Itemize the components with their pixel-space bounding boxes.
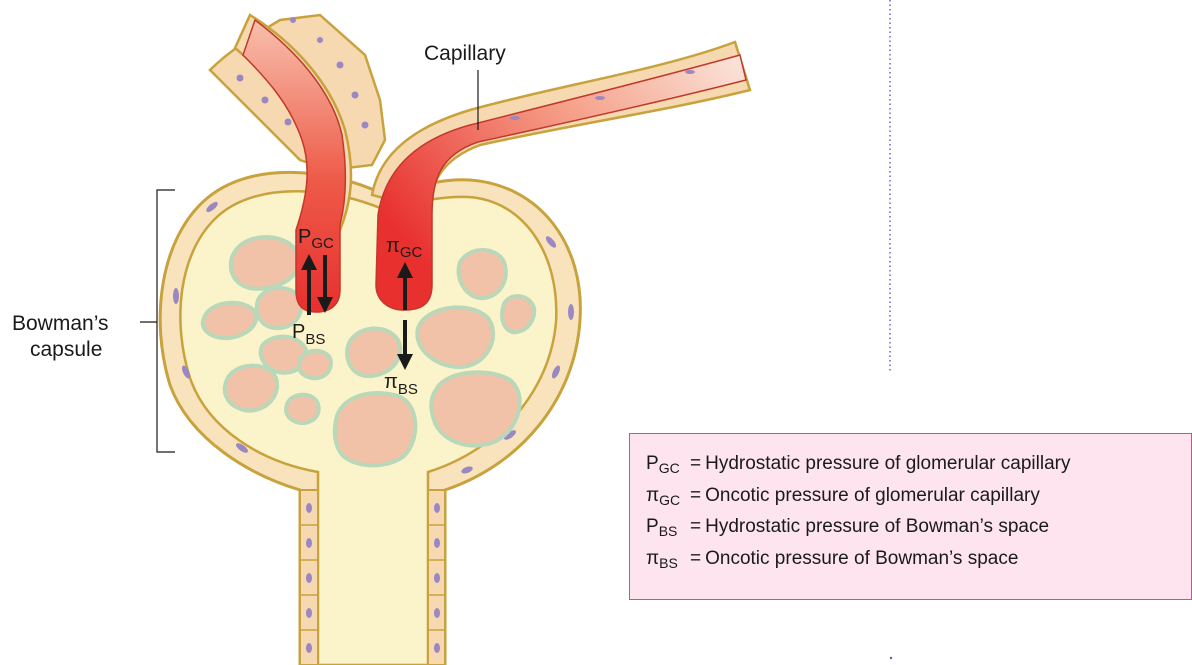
legend-row: PBS=Hydrostatic pressure of Bowman’s spa…: [646, 511, 1191, 543]
legend-box: PGC=Hydrostatic pressure of glomerular c…: [629, 433, 1192, 600]
capillary-label: Capillary: [424, 42, 506, 65]
legend-row: PGC=Hydrostatic pressure of glomerular c…: [646, 448, 1191, 480]
bowmans-label-line1: Bowman’s: [12, 312, 109, 335]
legend-row: πGC=Oncotic pressure of glomerular capil…: [646, 480, 1191, 512]
legend-row: πBS=Oncotic pressure of Bowman’s space: [646, 543, 1191, 575]
dot-mark: [890, 657, 892, 659]
bowmans-label-line2: capsule: [30, 338, 102, 361]
